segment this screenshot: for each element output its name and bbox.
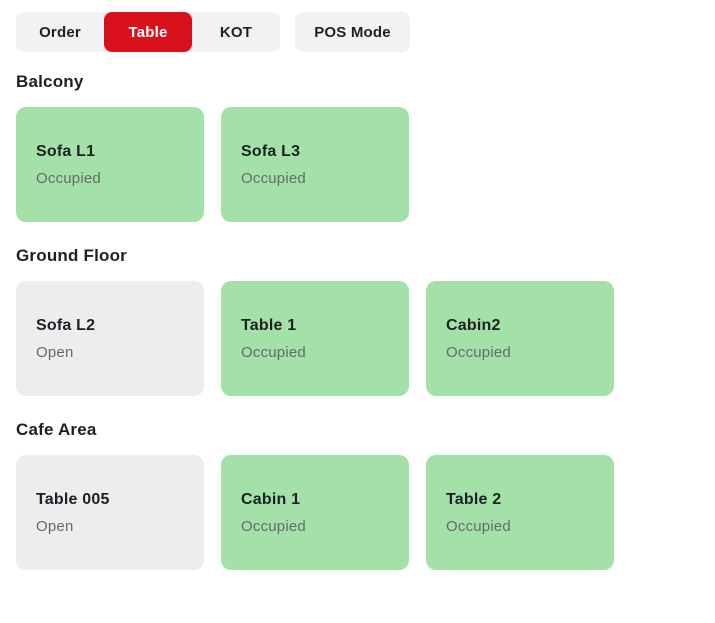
- table-card-grid: Sofa L2 Open Table 1 Occupied Cabin2 Occ…: [16, 281, 699, 396]
- section-title-balcony: Balcony: [16, 72, 84, 91]
- table-card-sofa-l2[interactable]: Sofa L2 Open: [16, 281, 204, 396]
- table-card-table-005[interactable]: Table 005 Open: [16, 455, 204, 570]
- table-name: Cabin 1: [241, 491, 301, 508]
- table-status: Occupied: [446, 518, 511, 535]
- section-cafe-area: Cafe Area Table 005 Open Cabin 1 Occupie…: [16, 420, 699, 570]
- table-card-sofa-l1[interactable]: Sofa L1 Occupied: [16, 107, 204, 222]
- pos-mode-button[interactable]: POS Mode: [295, 12, 410, 52]
- tab-table[interactable]: Table: [104, 12, 192, 52]
- section-balcony: Balcony Sofa L1 Occupied Sofa L3 Occupie…: [16, 72, 699, 222]
- table-card-cabin-1[interactable]: Cabin 1 Occupied: [221, 455, 409, 570]
- section-ground-floor: Ground Floor Sofa L2 Open Table 1 Occupi…: [16, 246, 699, 396]
- table-status: Open: [36, 518, 74, 535]
- table-status: Occupied: [446, 344, 511, 361]
- table-card-table-2[interactable]: Table 2 Occupied: [426, 455, 614, 570]
- table-status: Occupied: [241, 518, 306, 535]
- table-card-grid: Table 005 Open Cabin 1 Occupied Table 2 …: [16, 455, 699, 570]
- section-title-cafe-area: Cafe Area: [16, 420, 97, 439]
- table-card-grid: Sofa L1 Occupied Sofa L3 Occupied: [16, 107, 699, 222]
- table-card-sofa-l3[interactable]: Sofa L3 Occupied: [221, 107, 409, 222]
- table-name: Sofa L3: [241, 143, 301, 160]
- tab-kot[interactable]: KOT: [192, 12, 280, 52]
- table-status: Occupied: [36, 170, 101, 187]
- table-name: Table 2: [446, 491, 502, 508]
- table-name: Sofa L1: [36, 143, 96, 160]
- view-tab-group: Order Table KOT: [16, 12, 280, 52]
- table-name: Cabin2: [446, 317, 501, 334]
- tab-order[interactable]: Order: [16, 12, 104, 52]
- table-card-cabin2[interactable]: Cabin2 Occupied: [426, 281, 614, 396]
- table-name: Table 1: [241, 317, 297, 334]
- table-status: Open: [36, 344, 74, 361]
- table-name: Sofa L2: [36, 317, 96, 334]
- section-title-ground-floor: Ground Floor: [16, 246, 127, 265]
- table-status: Occupied: [241, 170, 306, 187]
- toolbar: Order Table KOT POS Mode: [16, 12, 699, 52]
- table-card-table-1[interactable]: Table 1 Occupied: [221, 281, 409, 396]
- table-name: Table 005: [36, 491, 110, 508]
- table-status: Occupied: [241, 344, 306, 361]
